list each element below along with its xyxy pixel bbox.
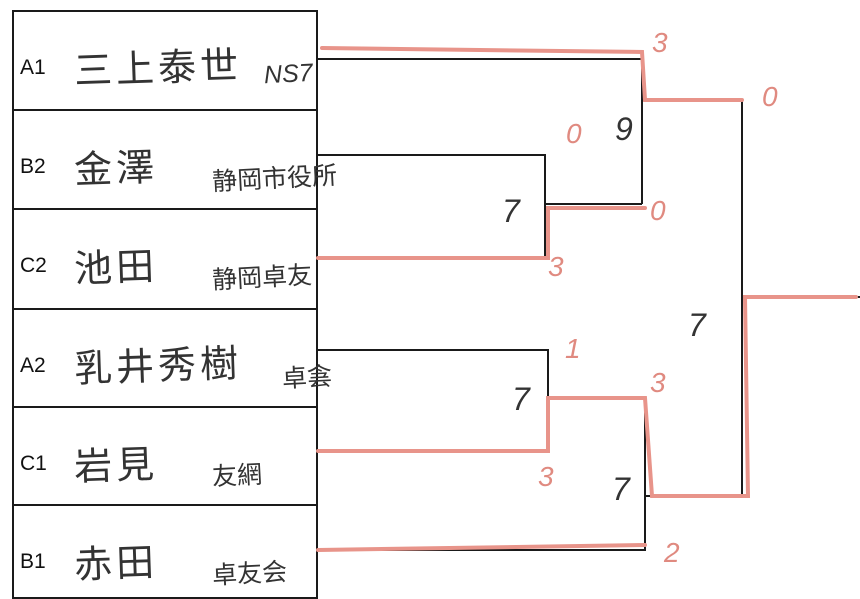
bout-number: 7 [512,381,531,417]
bout-number: 7 [502,193,521,229]
path-a1-winner [320,46,744,102]
entry-c2: C2 池田 静岡卓友 [12,208,318,310]
entry-a1: A1 三上泰世 NS7 [12,10,318,111]
bout-number: 9 [615,111,633,147]
seed-label: B2 [20,155,46,178]
seed-label: C2 [20,254,47,277]
winner-paths [316,46,858,552]
score: 1 [565,333,581,364]
path-c2-winner [316,206,647,260]
bout-number: 7 [688,307,707,343]
entry-c1: C1 岩見 友網 [12,406,318,506]
seed-label: C1 [20,452,47,475]
bracket-frame [318,58,860,551]
score: 0 [762,81,778,112]
line-a1-semi [318,58,643,204]
score: 2 [663,537,680,568]
score: 0 [650,195,666,226]
seed-label: A1 [20,56,46,79]
seed-label: B1 [20,550,46,573]
line-final [642,99,743,497]
score: 3 [650,367,666,398]
seed-label: A2 [20,354,46,377]
bout-number: 7 [612,471,631,507]
path-b1 [316,543,647,552]
score: 3 [548,251,564,282]
score: 3 [652,27,668,58]
score: 0 [566,118,582,149]
line-bottom-semi [318,397,646,551]
score: 3 [538,461,554,492]
path-c1-winner [316,295,858,498]
